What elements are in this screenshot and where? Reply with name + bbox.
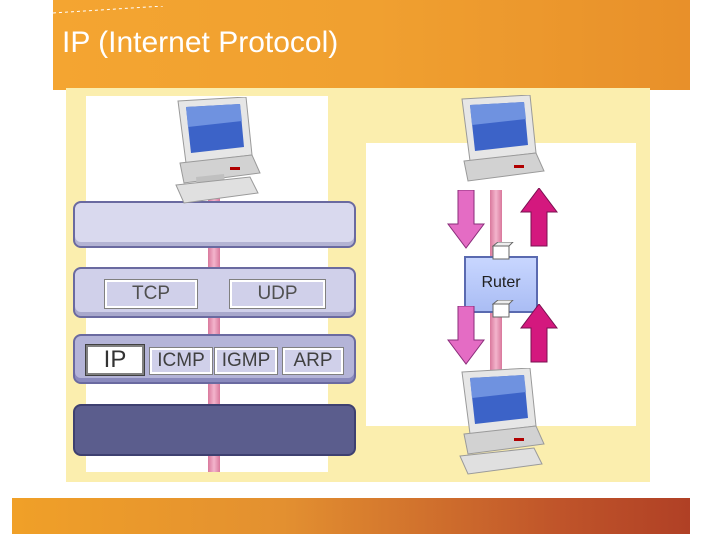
application-layer (73, 201, 356, 248)
udp-label: UDP (229, 279, 326, 309)
igmp-label: IGMP (214, 347, 278, 375)
ip-label: IP (85, 344, 145, 376)
title-bar (53, 0, 690, 90)
router-label: Ruter (481, 274, 521, 291)
router-pipe (490, 312, 502, 384)
page-title: IP (Internet Protocol) (62, 26, 339, 59)
arrow-up-icon (520, 188, 558, 247)
arp-label: ARP (282, 347, 344, 375)
tcp-label: TCP (104, 279, 198, 309)
stack-pipe (208, 455, 220, 472)
decorative-dash-line (53, 6, 164, 14)
router-connector-icon (492, 300, 514, 318)
footer-bar (12, 498, 690, 534)
computer-icon (175, 97, 261, 204)
stack-pipe (208, 383, 220, 405)
router-connector-icon (492, 242, 514, 260)
icmp-label: ICMP (149, 347, 213, 375)
router-pipe (490, 190, 502, 258)
computer-icon (459, 368, 545, 475)
arrow-up-icon (520, 304, 558, 363)
network-access-layer (73, 404, 356, 456)
arrow-down-icon (447, 306, 485, 365)
arrow-down-icon (447, 190, 485, 249)
stack-pipe (208, 246, 220, 268)
computer-icon (461, 95, 545, 182)
stack-pipe (208, 316, 220, 336)
